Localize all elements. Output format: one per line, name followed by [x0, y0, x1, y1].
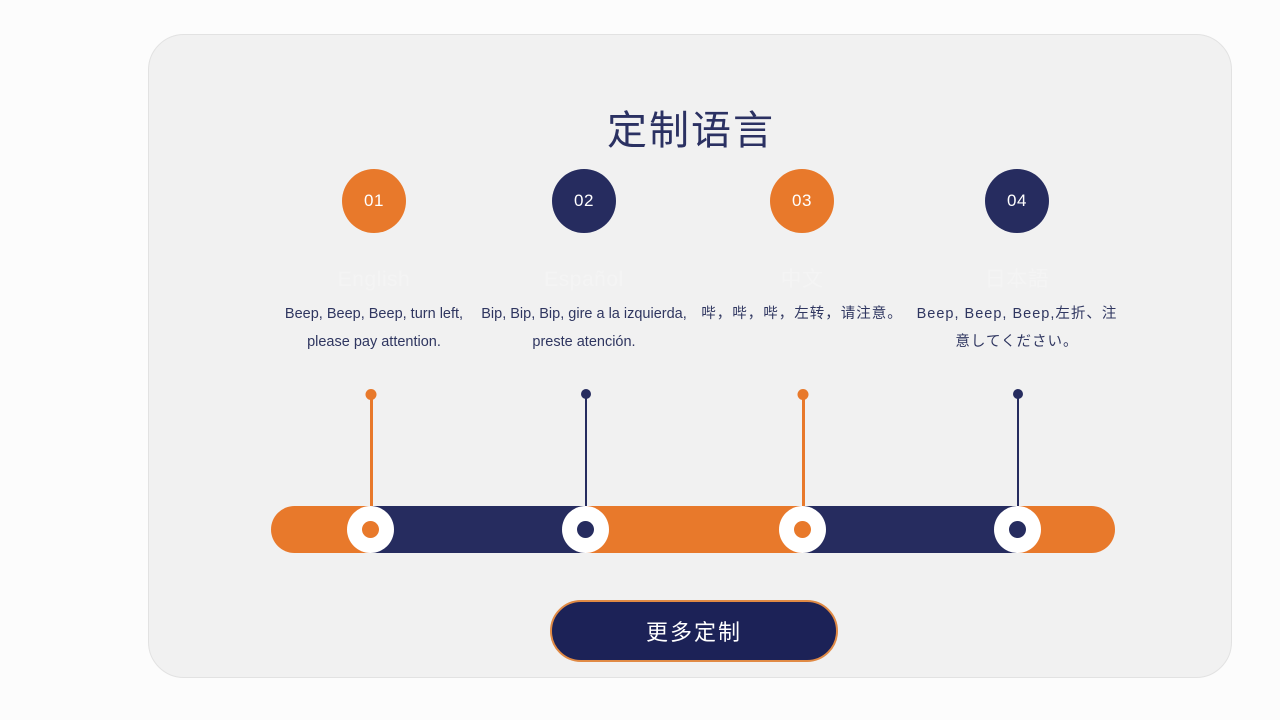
timeline-marker-04[interactable] [994, 506, 1041, 553]
step-badge-03[interactable]: 03 [770, 169, 834, 233]
timeline-segment [586, 506, 803, 553]
language-phrase-english: Beep, Beep, Beep, turn left, please pay … [284, 306, 464, 351]
step-badge-01[interactable]: 01 [342, 169, 406, 233]
content-card: 定制语言 01 English Beep, Beep, Beep, turn l… [148, 34, 1232, 678]
step-badge-04[interactable]: 04 [985, 169, 1049, 233]
language-label-espanol: Español [544, 268, 624, 291]
timeline-marker-01[interactable] [347, 506, 394, 553]
timeline-segment [371, 506, 586, 553]
language-phrase-chinese: 哔，哔，哔，左转，请注意。 [701, 306, 903, 322]
page-title: 定制语言 [607, 109, 775, 153]
timeline-marker-dot [794, 521, 811, 538]
timeline-marker-03[interactable] [779, 506, 826, 553]
timeline-marker-dot [362, 521, 379, 538]
language-column: 03 中文 哔，哔，哔，左转，请注意。 [686, 169, 918, 328]
timeline-marker-dot [1009, 521, 1026, 538]
language-label-japanese: 日本語 [984, 268, 1050, 291]
timeline-segment [803, 506, 1018, 553]
language-label-chinese: 中文 [780, 268, 824, 291]
more-customization-button[interactable]: 更多定制 [550, 600, 838, 662]
language-phrase-espanol: Bip, Bip, Bip, gire a la izquierda, pres… [481, 306, 687, 351]
timeline-bar[interactable] [271, 506, 1115, 553]
timeline-marker-dot [577, 521, 594, 538]
language-column: 02 Español Bip, Bip, Bip, gire a la izqu… [468, 169, 700, 357]
timeline-marker-02[interactable] [562, 506, 609, 553]
language-column: 04 日本語 Beep, Beep, Beep,左折、注意してください。 [901, 169, 1133, 357]
language-column: 01 English Beep, Beep, Beep, turn left, … [258, 169, 490, 357]
step-badge-02[interactable]: 02 [552, 169, 616, 233]
language-phrase-japanese: Beep, Beep, Beep,左折、注意してください。 [916, 306, 1118, 351]
language-label-english: English [337, 268, 411, 291]
language-columns: 01 English Beep, Beep, Beep, turn left, … [149, 169, 1233, 399]
